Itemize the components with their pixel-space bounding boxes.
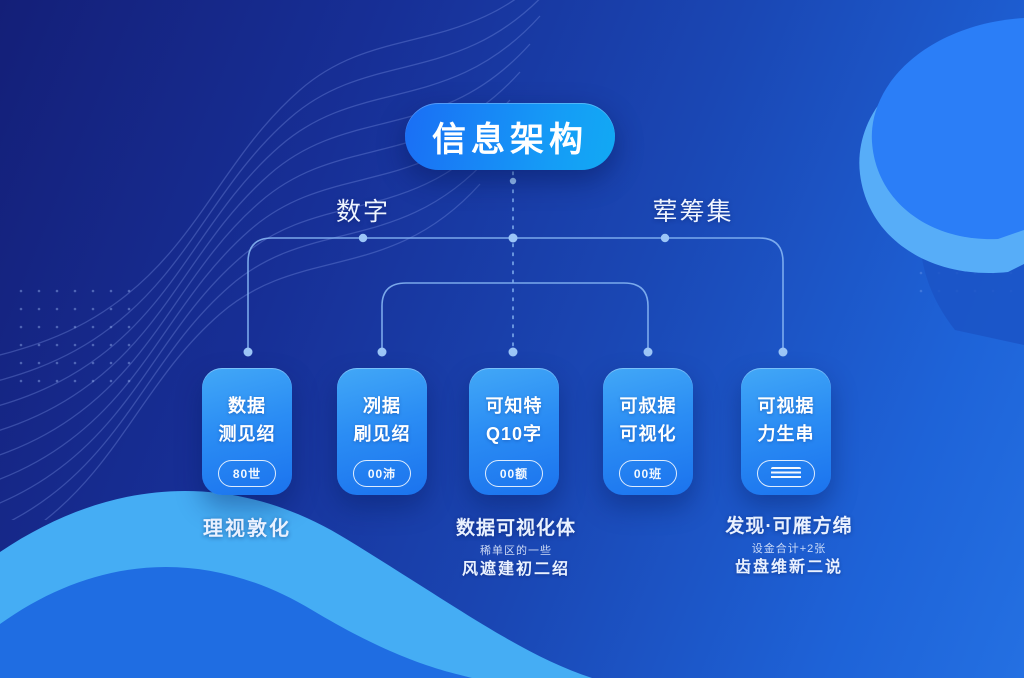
card-badge: 00班 (619, 460, 677, 487)
caption-left: 理视敦化 (203, 518, 291, 540)
card-line2: 刷见绍 (353, 424, 411, 444)
card-line1: 可知特 (485, 396, 543, 416)
node-card-3: 可知特 Q10字 00额 (469, 368, 559, 495)
node-card-1: 数据 测见绍 80世 (202, 368, 292, 495)
card-line1: 可视据 (757, 396, 815, 416)
connector-inner (381, 282, 649, 352)
card-line2: 可视化 (619, 424, 677, 444)
dot-grid-left (8, 288, 140, 388)
branch-label-right: 荤筹集 (652, 198, 734, 226)
connector-dots (243, 177, 788, 357)
card-badge: 00沛 (353, 460, 411, 487)
node-card-4: 可叔据 可视化 00班 (603, 368, 693, 495)
card-line2: 力生串 (757, 424, 815, 444)
card-badge: 00额 (485, 460, 543, 487)
wave-bottomleft (0, 490, 592, 678)
card-line1: 可叔据 (619, 396, 677, 416)
caption-middle-line1: 数据可视化体 (455, 518, 576, 539)
card-line2: 测见绍 (218, 424, 276, 444)
caption-middle-line2: 稀单区的一些 (480, 545, 552, 557)
card-line2: Q10字 (485, 424, 543, 444)
card-line1: 数据 (228, 396, 266, 416)
branch-label-left: 数字 (335, 198, 391, 226)
caption-middle-line3: 风遮建初二绍 (461, 561, 570, 578)
card-badge: 80世 (218, 460, 276, 487)
root-node-label: 信息架构 (432, 121, 588, 159)
node-card-5: 可视据 力生串 (741, 368, 831, 495)
stripes-icon (771, 467, 801, 480)
blob-right (859, 18, 1024, 345)
caption-middle: 数据可视化体 稀单区的一些 风遮建初二绍 (396, 517, 636, 580)
root-node-title: 信息架构 (405, 103, 615, 170)
caption-right-line1: 发现·可雁方绵 (725, 516, 853, 537)
card-line1: 冽据 (363, 396, 401, 416)
connector-outer (247, 237, 784, 352)
node-card-2: 冽据 刷见绍 00沛 (337, 368, 427, 495)
card-badge (757, 460, 815, 487)
caption-right-line3: 齿盘维新二说 (734, 559, 843, 576)
caption-right-line2: 设金合计+2张 (751, 543, 827, 555)
caption-right: 发现·可雁方绵 设金合计+2张 齿盘维新二说 (669, 515, 909, 578)
